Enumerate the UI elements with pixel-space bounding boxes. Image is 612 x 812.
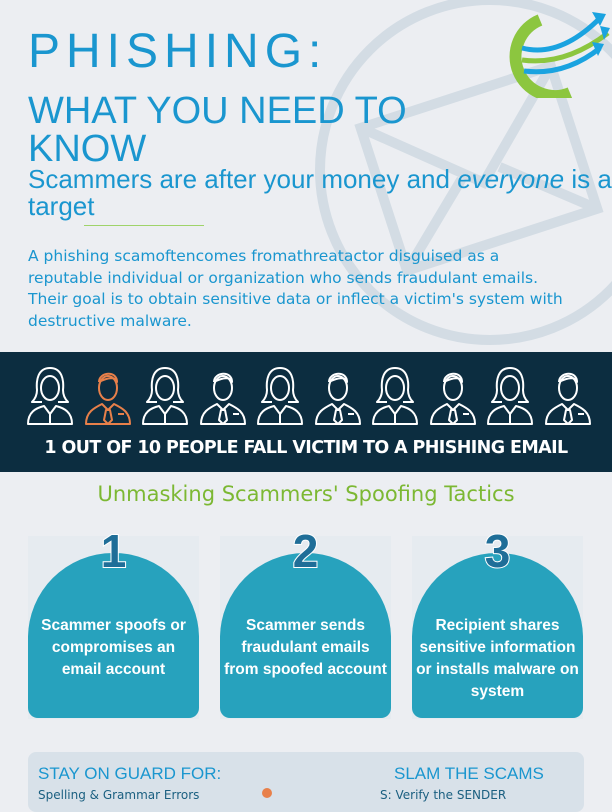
male-person-icon [199, 372, 246, 425]
subtitle-emphasis: everyone [457, 164, 565, 194]
statistic-text: 1 OUT OF 10 PEOPLE FALL VICTIM TO A PHIS… [44, 438, 568, 458]
section-heading: Unmasking Scammers' Spoofing Tactics [97, 482, 515, 506]
female-person-icon [142, 367, 189, 425]
step-number: 1 [100, 525, 128, 577]
slam-the-scams-heading: SLAM THE SCAMS [394, 764, 544, 783]
page-title: PHISHING: [28, 25, 328, 78]
people-icons [24, 364, 594, 426]
bullet-icon [262, 788, 272, 798]
subtitle-text-end: is a target [28, 164, 612, 221]
envelope-watermark-icon [315, 0, 612, 345]
step-card-2: Scammer sends fraudulant emails from spo… [220, 527, 391, 719]
guard-panel: STAY ON GUARD FOR: SLAM THE SCAMS Spelli… [28, 752, 584, 812]
female-person-icon [487, 367, 534, 425]
guard-item: Spelling & Grammar Errors [38, 788, 200, 802]
male-person-icon [544, 372, 591, 425]
male-person-icon [429, 372, 476, 425]
intro-paragraph: A phishing scamoftencomes fromathreatact… [28, 247, 563, 330]
step-text: Recipient shares sensitive information o… [416, 617, 579, 700]
company-logo [509, 12, 610, 98]
emphasis-underline [84, 225, 204, 226]
subtitle: Scammers are after your money and everyo… [28, 166, 612, 220]
female-person-icon [257, 367, 304, 425]
subtitle-text: Scammers are after your money and [28, 164, 458, 194]
male-person-icon [314, 372, 361, 425]
slam-item: S: Verify the SENDER [380, 788, 507, 802]
step-card-3: Recipient shares sensitive information o… [412, 527, 583, 719]
step-card-1: Scammer spoofs or compromises an email a… [28, 527, 199, 719]
step-number: 2 [292, 525, 320, 577]
female-person-icon [372, 367, 419, 425]
page-title-secondary: WHAT YOU NEED TO KNOW [28, 90, 407, 170]
step-text: Scammer sends fraudulant emails from spo… [224, 617, 387, 678]
male-person-icon [84, 372, 131, 425]
stay-on-guard-heading: STAY ON GUARD FOR: [38, 764, 222, 783]
female-person-icon [27, 367, 73, 425]
step-text: Scammer spoofs or compromises an email a… [41, 617, 186, 678]
step-number: 3 [484, 525, 512, 577]
